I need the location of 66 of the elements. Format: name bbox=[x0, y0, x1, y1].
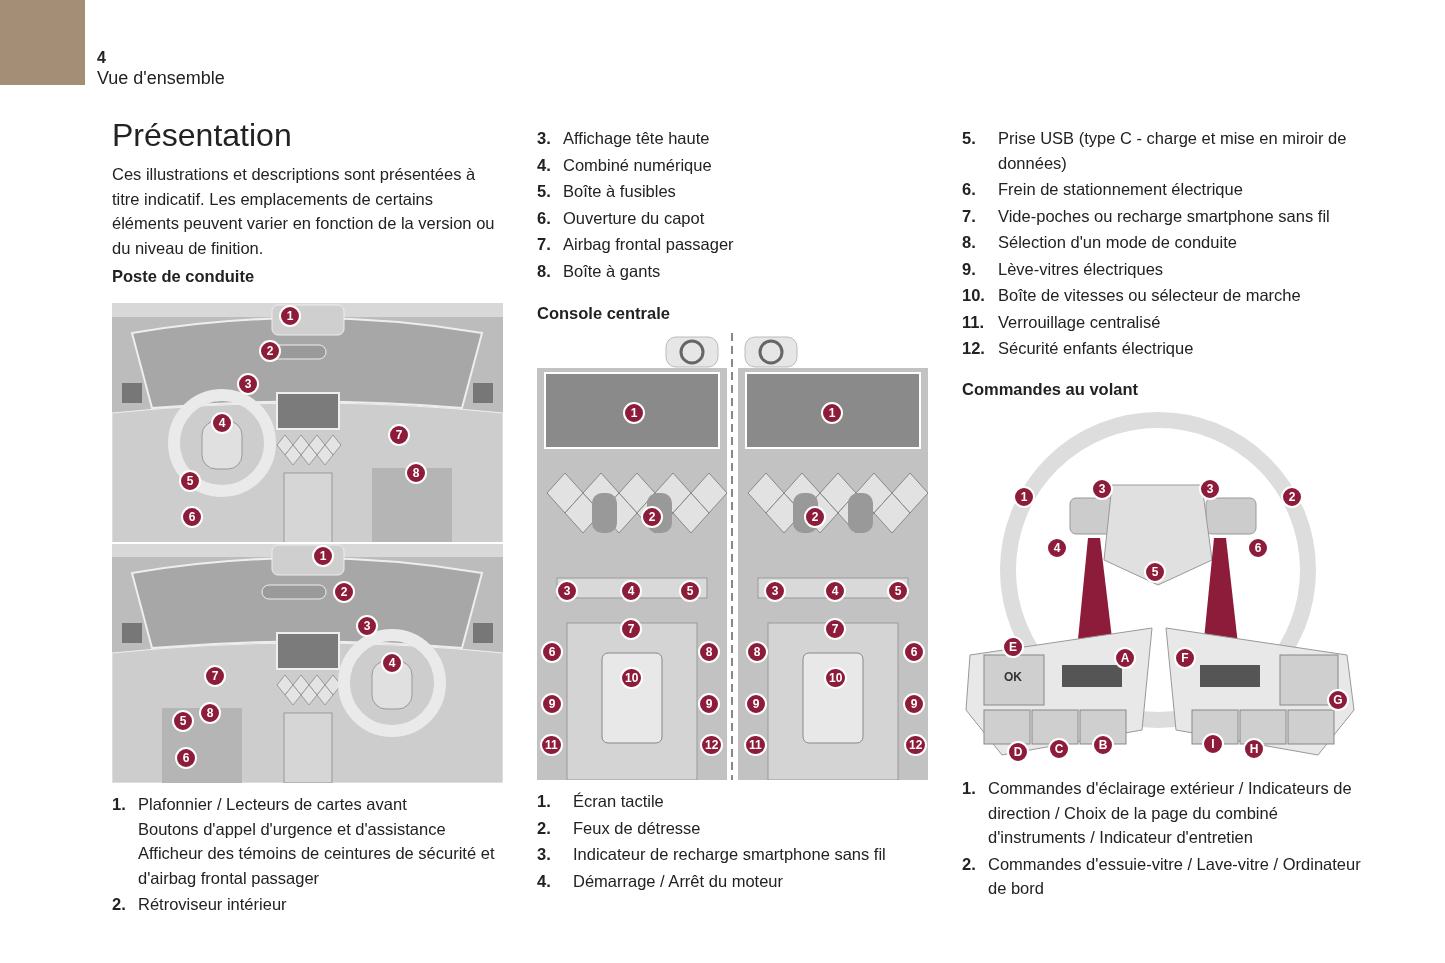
list-text: Ouverture du capot bbox=[563, 207, 705, 229]
page-title: Présentation bbox=[112, 116, 293, 155]
list-text: Rétroviseur intérieur bbox=[138, 894, 287, 915]
callout-number: C bbox=[1048, 738, 1070, 760]
list-text: Vide-poches ou recharge smartphone sans fil bbox=[998, 205, 1330, 227]
list-number: 10. bbox=[962, 285, 986, 306]
list-text: Sécurité enfants électrique bbox=[998, 338, 1194, 359]
list-number: 2. bbox=[537, 817, 552, 839]
list-text: Affichage tête haute bbox=[563, 128, 710, 149]
list-text: Lève-vitres électriques bbox=[998, 258, 1164, 280]
page-number: 4 bbox=[97, 48, 107, 68]
list-number: 11. bbox=[962, 311, 986, 333]
list-text: Combiné numérique bbox=[563, 154, 712, 176]
subheading: Console centrale bbox=[537, 303, 671, 324]
list-text: Afficheur des témoins de ceintures de sécurité et d'airbag frontal passager bbox=[138, 843, 496, 889]
callout-number: H bbox=[1243, 738, 1265, 760]
callout-number: 2 bbox=[1281, 486, 1303, 508]
list-number: 4. bbox=[537, 870, 552, 892]
list-text: Commandes d'essuie-vitre / Lave-vitre / Ordinateur de bord bbox=[988, 853, 1362, 899]
subheading: Poste de conduite bbox=[112, 266, 256, 287]
list-text: Frein de stationnement électrique bbox=[998, 179, 1243, 200]
list-text: Commandes d'éclairage extérieur / Indicateurs de direction / Choix de la page du combiné d'instruments / Indicateur d'entretien bbox=[988, 778, 1353, 848]
section-title: Vue d'ensemble bbox=[97, 68, 225, 88]
callout-number: 3 bbox=[1091, 478, 1113, 500]
list-number: 6. bbox=[537, 207, 552, 229]
list-number: 9. bbox=[962, 258, 977, 280]
list-number: 3. bbox=[537, 844, 552, 865]
list-number: 3. bbox=[537, 128, 552, 149]
list-number: 7. bbox=[537, 234, 552, 255]
list-number: 5. bbox=[962, 128, 977, 149]
list-number: 5. bbox=[537, 181, 552, 202]
callout-number: I bbox=[1202, 733, 1224, 755]
list-text: Boîte à gants bbox=[563, 260, 661, 282]
list-text: Boîte à fusibles bbox=[563, 181, 676, 202]
list-text: Plafonnier / Lecteurs de cartes avant bbox=[138, 794, 408, 815]
list-number: 7. bbox=[962, 205, 977, 227]
list-text: Boîte de vitesses ou sélecteur de marche bbox=[998, 285, 1301, 306]
list-text: Feux de détresse bbox=[573, 817, 701, 839]
list-number: 2. bbox=[962, 853, 977, 875]
list-text: Airbag frontal passager bbox=[563, 234, 734, 255]
callout-number: 3 bbox=[1199, 478, 1221, 500]
list-text: Boutons d'appel d'urgence et d'assistance bbox=[138, 818, 447, 840]
list-number: 8. bbox=[537, 260, 552, 282]
list-text: Prise USB (type C - charge et mise en miroir de données) bbox=[998, 128, 1348, 174]
list-text: Sélection d'un mode de conduite bbox=[998, 232, 1237, 253]
list-text: Écran tactile bbox=[573, 791, 664, 812]
list-number: 1. bbox=[112, 794, 127, 815]
callout-number: 1 bbox=[1013, 486, 1035, 508]
callout-number: 6 bbox=[1247, 537, 1269, 559]
callout-number: 4 bbox=[1046, 537, 1068, 559]
intro-paragraph: Ces illustrations et descriptions sont présentées à titre indicatif. Les emplacements de certains éléments peuvent varier en fonction de la version ou du niveau de finition. bbox=[112, 164, 496, 259]
list-text: Verrouillage centralisé bbox=[998, 311, 1161, 333]
list-text: Démarrage / Arrêt du moteur bbox=[573, 870, 783, 892]
callout-number: D bbox=[1007, 741, 1029, 763]
list-number: 4. bbox=[537, 154, 552, 176]
list-number: 2. bbox=[112, 894, 127, 915]
button-label: OK bbox=[1004, 669, 1022, 686]
list-text: Indicateur de recharge smartphone sans fil bbox=[573, 844, 886, 865]
list-number: 6. bbox=[962, 179, 977, 200]
list-number: 12. bbox=[962, 338, 986, 359]
list-number: 8. bbox=[962, 232, 977, 253]
callout-number: B bbox=[1092, 734, 1114, 756]
list-number: 1. bbox=[962, 778, 977, 799]
subheading: Commandes au volant bbox=[962, 378, 1140, 400]
list-number: 1. bbox=[537, 791, 552, 812]
callout-number: E bbox=[1002, 636, 1024, 658]
